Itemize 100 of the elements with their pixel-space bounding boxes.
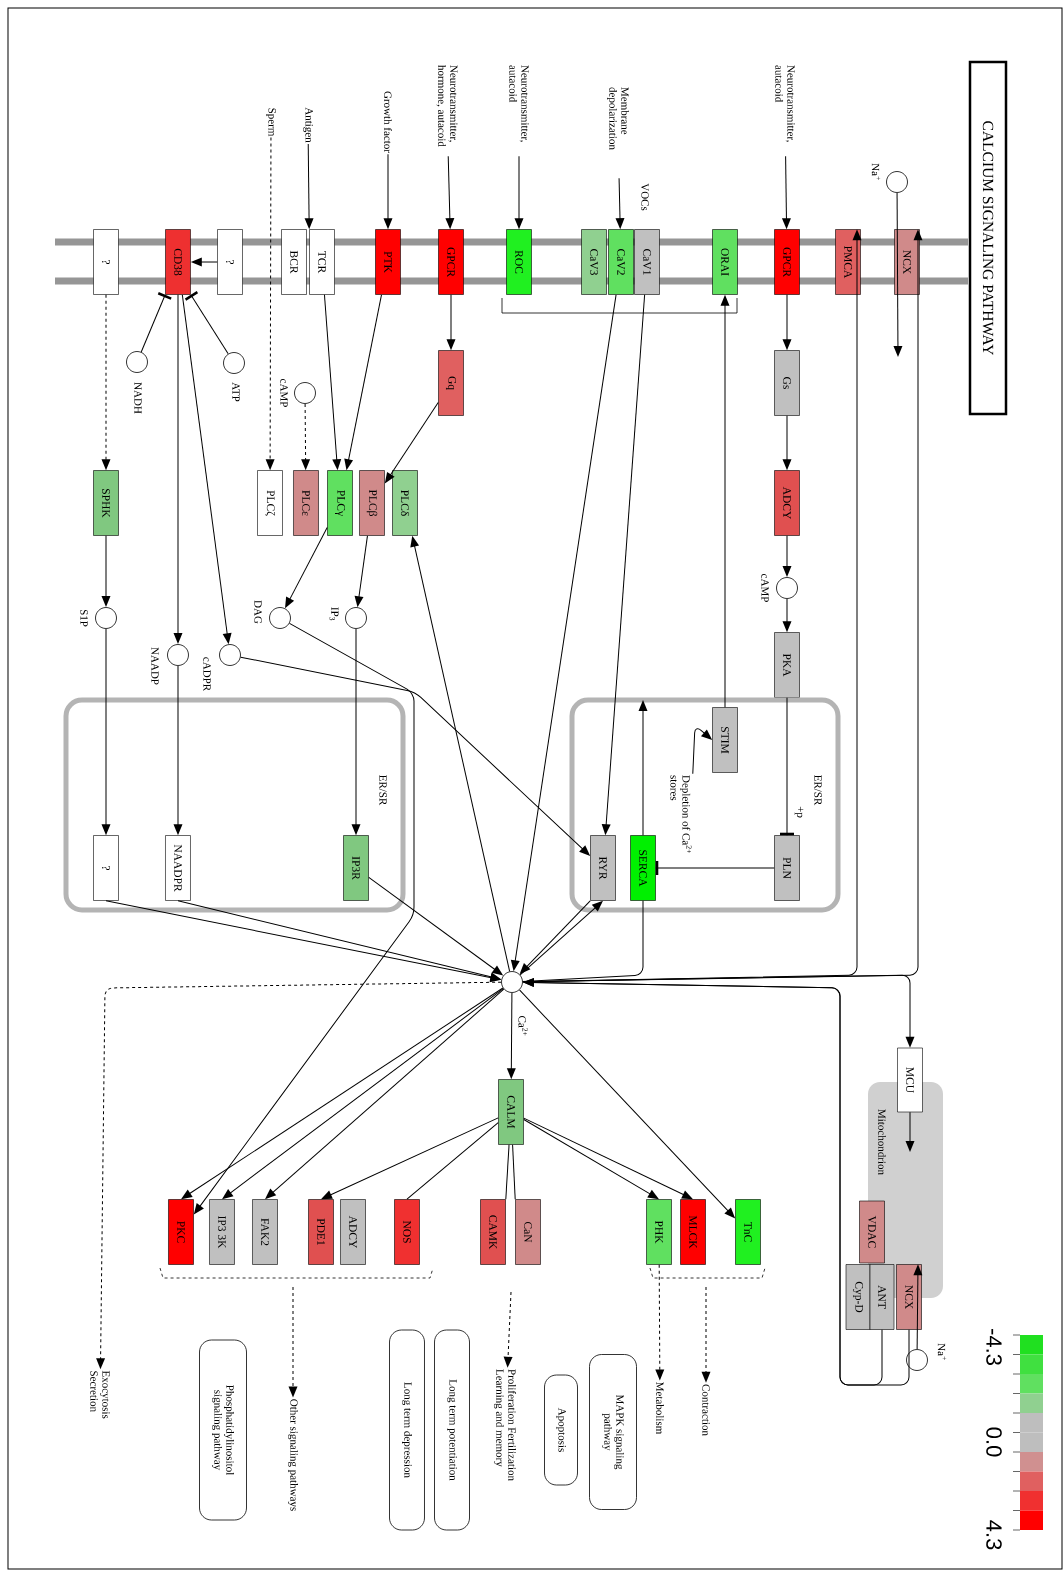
compound-label: Na$^{+}$ <box>871 163 881 180</box>
arrow <box>354 535 368 608</box>
pathway-box: Long term potentiation <box>434 1329 470 1531</box>
arrow <box>781 155 791 230</box>
gene-box: PKA <box>774 632 800 698</box>
gene-box: PDE1 <box>308 1199 334 1265</box>
arrow <box>304 143 314 230</box>
arrow <box>265 137 275 471</box>
arrow <box>905 1111 915 1152</box>
arrow <box>285 527 328 609</box>
gene-box: TnC <box>735 1199 761 1265</box>
compound-label: NAADP <box>151 647 159 685</box>
gene-box: NOS <box>394 1199 420 1265</box>
arrow <box>193 622 415 1215</box>
gene-box: PLCζ <box>257 470 283 536</box>
gene-box: CaV3 <box>581 229 607 295</box>
arrow <box>514 155 524 230</box>
arrow <box>782 294 792 351</box>
connector-line <box>406 1122 499 1200</box>
pathway-box: Apoptosis <box>544 1374 578 1486</box>
gene-box: CaV2 <box>608 229 634 295</box>
arrow <box>181 294 232 645</box>
compound-label: NADH <box>134 382 142 414</box>
gene-box: SPHK <box>93 470 119 536</box>
gene-box: CAMK <box>480 1199 506 1265</box>
inhibition-line <box>780 697 794 836</box>
annotation-text: Proliferation Fertilization Learning and memory <box>493 1369 517 1481</box>
compound-label: DAG <box>254 600 262 624</box>
pathway-box: MAPK signaling pathway <box>589 1354 637 1510</box>
gene-box: PLN <box>774 835 800 901</box>
arrow <box>368 876 504 976</box>
inhibition-line <box>655 861 775 875</box>
arrow <box>510 294 617 972</box>
gene-box: Cyp-D <box>845 1264 871 1330</box>
gene-box: CaN <box>515 1199 541 1265</box>
compound-label: Ca$^{2+}$ <box>518 1016 528 1036</box>
annotation-text: Sperm <box>266 108 276 137</box>
arrow <box>288 1286 298 1398</box>
gene-box: PLCβ <box>359 470 385 536</box>
arrow <box>265 988 505 1200</box>
arrow <box>720 294 730 708</box>
compound-label: cAMP <box>761 574 769 602</box>
edge-label: +p <box>794 805 804 819</box>
pathway-box: Phosphatidylinositol signaling pathway <box>199 1339 247 1521</box>
arrow <box>384 401 439 484</box>
arrow <box>445 155 455 230</box>
arrow <box>503 1291 513 1368</box>
gene-box: RYR <box>590 835 616 901</box>
arrow <box>96 981 502 1370</box>
gene-box: CaV1 <box>634 229 660 295</box>
gene-box: ? <box>217 229 243 295</box>
gene-box: NAADPR <box>165 835 191 901</box>
gene-box: BCR <box>281 229 307 295</box>
connector-line <box>505 1144 510 1200</box>
gene-box: STIM <box>712 707 738 773</box>
connector-line <box>512 1144 516 1200</box>
arrow <box>523 1119 659 1200</box>
gene-box: IP3 3K <box>209 1199 235 1265</box>
arrow <box>519 900 591 975</box>
arrow <box>692 728 713 775</box>
annotation-text: Membrane depolarization <box>607 87 629 150</box>
annotation-text: Growth factor <box>384 91 392 153</box>
channel-group-label: VOCs <box>641 183 649 211</box>
arrow <box>101 628 111 836</box>
inhibition-line <box>140 292 172 353</box>
arrow <box>506 992 516 1080</box>
arrow <box>638 700 648 836</box>
arrow <box>101 535 111 608</box>
compound-label: ATP <box>232 382 240 402</box>
gene-box: ADCY <box>340 1199 366 1265</box>
arrow <box>523 1117 693 1200</box>
annotation-text: Depletion of Ca$^{2+}$ stores <box>670 775 692 854</box>
scale-value: -4.3 <box>986 1329 1002 1365</box>
gene-box: CALM <box>498 1079 524 1145</box>
arrow <box>177 900 502 982</box>
inhibition-line <box>184 291 229 355</box>
arrow <box>519 989 736 1219</box>
gene-box: IP3R <box>343 835 369 901</box>
compound-label: cAMP <box>280 379 288 407</box>
annotation-text: Metabolism <box>656 1382 664 1435</box>
arrow <box>601 294 646 836</box>
pathway-box: Long term depression <box>389 1329 425 1531</box>
gene-box: NCX <box>896 1264 922 1330</box>
arrow <box>410 535 511 972</box>
gene-box: PHK <box>646 1199 672 1265</box>
gene-box: NCX <box>894 229 920 295</box>
arrow <box>323 294 342 471</box>
title-box: CALCIUM SIGNALING PATHWAY <box>968 60 1008 416</box>
annotation-text: Antigen <box>303 107 313 143</box>
gene-box: CD38 <box>165 229 191 295</box>
compound-label: Na$^{+}$ <box>937 1343 947 1360</box>
gene-box: VDAC <box>859 1200 885 1264</box>
annotation-text: Neurotransmitter, autacoid <box>509 65 529 142</box>
arrow <box>321 1117 499 1200</box>
gene-box: ? <box>93 835 119 901</box>
annotation-text: Contraction <box>702 1384 710 1436</box>
arrow <box>615 177 625 230</box>
gene-box: SERCA <box>630 835 656 901</box>
gene-box: MCU <box>897 1047 923 1113</box>
gene-box: MLCK <box>680 1199 706 1265</box>
